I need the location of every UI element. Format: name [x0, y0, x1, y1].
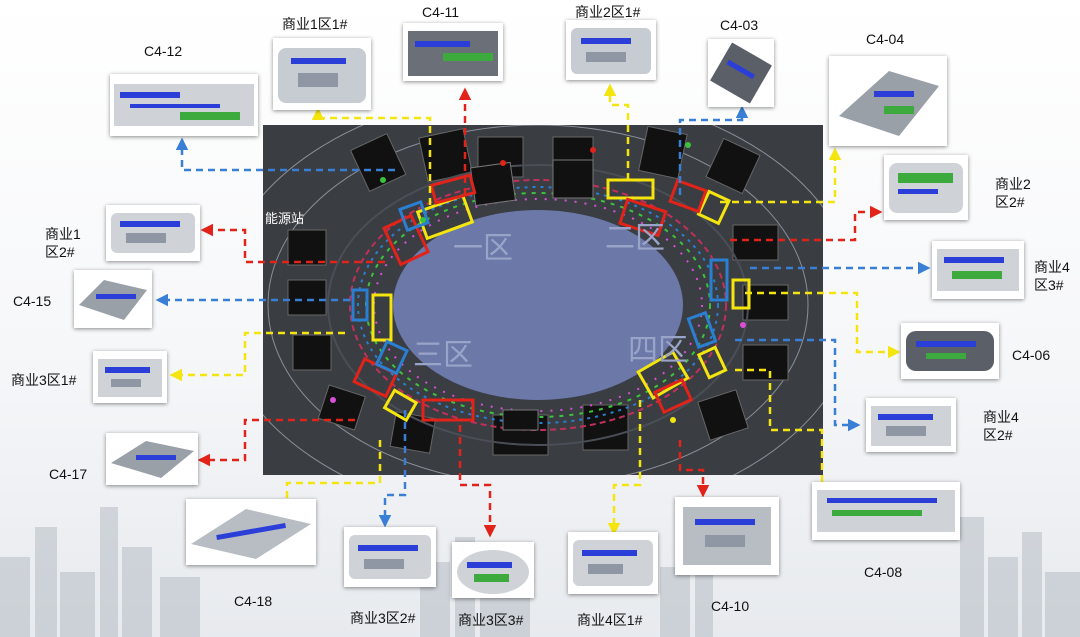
model-thumbnail-c4-10[interactable]: [675, 497, 779, 575]
label-c4-08: C4-08: [864, 564, 903, 580]
label-c4-11: C4-11: [422, 4, 460, 20]
label-biz1-2: 商业1 区2#: [45, 226, 81, 260]
label-c4-10: C4-10: [711, 598, 750, 614]
model-thumbnail-biz2-1[interactable]: [566, 20, 656, 80]
label-c4-12: C4-12: [144, 43, 183, 59]
model-thumbnail-c4-11[interactable]: [403, 23, 503, 81]
model-thumbnail-c4-03[interactable]: [708, 39, 774, 107]
label-biz2-2: 商业2 区2#: [995, 176, 1031, 210]
bim-model-icon: [114, 84, 254, 126]
central-plaza: [393, 210, 683, 400]
label-biz3-2: 商业3区2#: [350, 610, 416, 626]
model-thumbnail-biz3-1[interactable]: [93, 351, 167, 403]
bim-model-icon: [871, 406, 951, 446]
label-c4-06: C4-06: [1012, 347, 1051, 363]
label-c4-15: C4-15: [13, 293, 52, 309]
label-biz4-3: 商业4 区3#: [1034, 259, 1070, 293]
model-thumbnail-biz4-3[interactable]: [932, 241, 1024, 299]
city-skyline-background: [0, 507, 1080, 637]
bim-model-icon: [278, 48, 366, 103]
zone-1-label: 一区: [453, 231, 513, 266]
bim-model-icon: [79, 280, 147, 320]
bim-model-icon: [111, 213, 195, 253]
bim-model-icon: [906, 331, 994, 371]
label-c4-17: C4-17: [49, 466, 88, 482]
model-thumbnail-c4-08[interactable]: [812, 482, 960, 540]
bim-model-icon: [111, 441, 194, 478]
model-thumbnail-c4-12[interactable]: [110, 74, 258, 136]
zone-3-label: 三区: [413, 338, 473, 373]
bim-model-icon: [839, 71, 939, 136]
energy-station-label: 能源站: [265, 211, 304, 226]
model-thumbnail-biz3-2[interactable]: [344, 527, 436, 587]
label-c4-04: C4-04: [866, 31, 905, 47]
zone-2-label: 二区: [605, 221, 665, 256]
zone-4-label: 四区: [628, 333, 688, 368]
model-thumbnail-biz1-2[interactable]: [106, 205, 200, 261]
label-biz3-1: 商业3区1#: [11, 372, 77, 388]
site-plan: 能源站 一区 二区 三区 四区: [263, 125, 823, 475]
model-thumbnail-c4-17[interactable]: [106, 433, 198, 485]
bim-model-icon: [98, 359, 162, 397]
model-thumbnail-c4-04[interactable]: [829, 56, 947, 146]
model-thumbnail-biz2-2[interactable]: [884, 155, 968, 220]
bim-model-icon: [573, 540, 653, 586]
site-plan-drawing: 能源站: [263, 125, 823, 475]
model-thumbnail-c4-18[interactable]: [186, 499, 316, 565]
label-biz2-1: 商业2区1#: [575, 4, 641, 20]
bim-model-icon: [683, 507, 771, 565]
bim-model-icon: [408, 31, 498, 76]
label-c4-03: C4-03: [720, 17, 759, 33]
bim-model-icon: [710, 42, 772, 104]
model-thumbnail-biz3-3[interactable]: [452, 542, 534, 598]
label-biz4-1: 商业4区1#: [577, 612, 643, 628]
label-biz4-2: 商业4 区2#: [983, 409, 1019, 443]
label-biz1-1: 商业1区1#: [282, 16, 348, 32]
model-thumbnail-biz4-1[interactable]: [568, 532, 658, 594]
bim-model-icon: [571, 28, 651, 74]
bim-model-icon: [191, 509, 311, 559]
model-thumbnail-biz1-1[interactable]: [273, 38, 371, 110]
label-biz3-3: 商业3区3#: [458, 612, 524, 628]
bim-model-icon: [457, 550, 529, 594]
bim-model-icon: [817, 490, 955, 532]
model-thumbnail-c4-06[interactable]: [901, 323, 999, 379]
bim-model-icon: [349, 535, 431, 579]
model-thumbnail-biz4-2[interactable]: [866, 398, 956, 452]
bim-model-icon: [937, 249, 1019, 291]
label-c4-18: C4-18: [234, 593, 273, 609]
model-thumbnail-c4-15[interactable]: [74, 270, 152, 328]
bim-model-icon: [889, 163, 963, 213]
